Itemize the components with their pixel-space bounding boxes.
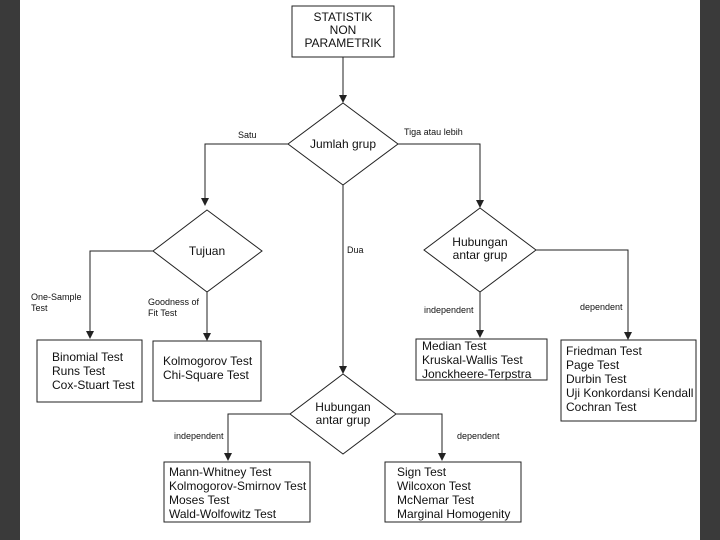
- jumlah-grup-diamond: [287, 102, 399, 186]
- two-dependent-box: [384, 461, 522, 523]
- two-independent-tests-line: Kolmogorov-Smirnov Test: [169, 479, 307, 493]
- one-sample-tests-line: Binomial Test: [52, 350, 124, 364]
- k-independent-box: [415, 338, 548, 381]
- root-label-line: PARAMETRIK: [304, 36, 381, 50]
- k-independent-tests-line: Jonckheere-Terpstra: [422, 367, 532, 381]
- tujuan-label-line: Tujuan: [189, 244, 225, 258]
- edge-label-goodness-line: Goodness of: [148, 297, 200, 307]
- edge-label-indep-dua-line: independent: [174, 431, 224, 441]
- edge-label-tiga: Tiga atau lebih: [404, 127, 463, 137]
- root-label-line: STATISTIK: [314, 10, 373, 24]
- two-independent-tests-line: Moses Test: [169, 493, 230, 507]
- edge-label-satu-line: Satu: [238, 130, 257, 140]
- edge-label-one-sample-line: Test: [31, 303, 48, 313]
- hubungan-dua-label-line: Hubungan: [315, 400, 370, 414]
- k-dependent-box: [560, 339, 697, 422]
- jumlah-grup-label: Jumlah grup: [310, 137, 376, 151]
- edge-label-goodness-line: Fit Test: [148, 308, 177, 318]
- root-label-line: NON: [330, 23, 357, 37]
- hubungan-tiga-diamond: [423, 207, 537, 293]
- edge-tujuan-to-one-sample: [86, 250, 153, 339]
- k-independent-tests-line: Kruskal-Wallis Test: [422, 353, 523, 367]
- edge-hubungan-tiga-to-k-dep: [536, 249, 632, 340]
- edge-label-dep-dua-line: dependent: [457, 431, 500, 441]
- k-dependent-tests-line: Friedman Test: [566, 344, 642, 358]
- jumlah-grup-label-line: Jumlah grup: [310, 137, 376, 151]
- two-dependent-tests-line: Wilcoxon Test: [397, 479, 471, 493]
- hubungan-dua-diamond: [289, 373, 397, 455]
- k-independent-tests-line: Median Test: [422, 339, 487, 353]
- edge-hubungan-dua-to-two-indep: [224, 413, 290, 461]
- edge-label-dep-tiga: dependent: [580, 302, 623, 312]
- edge-label-satu: Satu: [238, 130, 257, 140]
- edge-label-dep-dua: dependent: [457, 431, 500, 441]
- goodness-of-fit-tests-line: Chi-Square Test: [163, 368, 249, 382]
- k-dependent-tests-line: Uji Konkordansi Kendall: [566, 386, 693, 400]
- edge-label-dua: Dua: [347, 245, 364, 255]
- one-sample-tests-line: Cox-Stuart Test: [52, 378, 135, 392]
- two-dependent-tests-line: Marginal Homogenity: [397, 507, 510, 521]
- two-dependent-tests-line: Sign Test: [397, 465, 447, 479]
- two-dependent-tests-line: McNemar Test: [397, 493, 475, 507]
- k-dependent-tests-line: Page Test: [566, 358, 620, 372]
- edge-jumlah-to-tujuan: [201, 143, 288, 206]
- two-independent-box: [163, 461, 311, 523]
- edges: [86, 57, 632, 461]
- goodness-of-fit-box: [152, 340, 262, 402]
- k-dependent-tests-line: Durbin Test: [566, 372, 627, 386]
- root-box: [291, 5, 395, 58]
- edge-jumlah-to-hubungan-tiga: [398, 143, 484, 208]
- k-dependent-tests-line: Cochran Test: [566, 400, 637, 414]
- tujuan-label: Tujuan: [189, 244, 225, 258]
- tujuan-diamond: [152, 209, 263, 293]
- one-sample-tests-line: Runs Test: [52, 364, 106, 378]
- two-independent-tests-line: Mann-Whitney Test: [169, 465, 272, 479]
- edge-label-indep-dua: independent: [174, 431, 224, 441]
- goodness-of-fit-tests-line: Kolmogorov Test: [163, 354, 253, 368]
- edge-label-indep-tiga: independent: [424, 305, 474, 315]
- hubungan-tiga-label-line: antar grup: [453, 248, 508, 262]
- one-sample-box: [36, 339, 143, 403]
- edge-label-dua-line: Dua: [347, 245, 364, 255]
- hubungan-dua-label-line: antar grup: [316, 413, 371, 427]
- two-independent-tests-line: Wald-Wolfowitz Test: [169, 507, 277, 521]
- slide-background: [20, 0, 700, 540]
- edge-hubungan-dua-to-two-dep: [396, 413, 446, 461]
- edge-label-dep-tiga-line: dependent: [580, 302, 623, 312]
- hubungan-tiga-label-line: Hubungan: [452, 235, 507, 249]
- edge-label-tiga-line: Tiga atau lebih: [404, 127, 463, 137]
- edge-label-indep-tiga-line: independent: [424, 305, 474, 315]
- edge-label-one-sample-line: One-Sample: [31, 292, 82, 302]
